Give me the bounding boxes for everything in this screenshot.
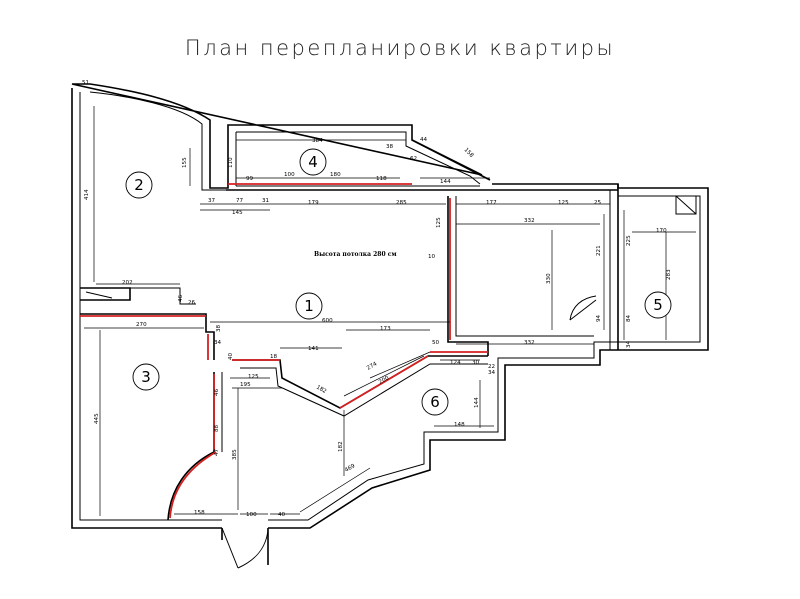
room-marker-6: 6 (421, 388, 449, 416)
dim-label: 148 (454, 422, 465, 428)
dim-label: 173 (380, 326, 391, 332)
dim-label: 385 (232, 449, 238, 460)
dim-label: 125 (436, 217, 442, 228)
dim-label: 283 (666, 269, 672, 280)
dim-label: 124 (450, 360, 461, 366)
room-number: 5 (653, 296, 663, 314)
dim-label: 22 (488, 364, 495, 370)
dim-label: 31 (262, 198, 270, 204)
dim-label: 274 (366, 361, 379, 372)
dim-label: 44 (420, 137, 428, 143)
dim-label: 40 (228, 352, 234, 360)
dim-label: 141 (308, 346, 319, 352)
room-marker-2: 2 (125, 171, 153, 199)
dim-label: 110 (228, 157, 234, 168)
dim-label: 50 (432, 340, 440, 346)
dim-label: 46 (178, 294, 184, 302)
dim-label: 182 (338, 441, 344, 452)
dim-label: 118 (376, 176, 387, 182)
dim-label: 34 (214, 340, 222, 346)
room-marker-4: 4 (299, 148, 327, 176)
dim-label: 26 (188, 300, 196, 306)
dim-label: 40 (278, 512, 286, 518)
room-marker-3: 3 (132, 363, 160, 391)
dim-label: 158 (463, 147, 475, 159)
dim-label: 332 (524, 218, 535, 224)
dim-label: 180 (330, 172, 341, 178)
room-number: 2 (134, 176, 144, 194)
dim-label: 179 (308, 200, 319, 206)
dim-label: 145 (232, 210, 243, 216)
room-number: 1 (304, 297, 314, 315)
dim-label: 34 (626, 340, 632, 348)
dim-label: 469 (344, 463, 357, 474)
room-marker-1: 1 (295, 292, 323, 320)
dim-label: 225 (626, 235, 632, 246)
dim-label: 34 (488, 370, 496, 376)
ceiling-height-note: Высота потолка 280 см (314, 251, 397, 258)
dim-label: 170 (656, 228, 667, 234)
dimension-lines (84, 106, 696, 516)
dim-label: 100 (246, 512, 257, 518)
dim-label: 38 (386, 144, 394, 150)
new-partitions (80, 183, 488, 519)
dim-label: 144 (440, 179, 451, 185)
plan-title: План перепланировки квартиры (184, 36, 616, 60)
room-number: 3 (141, 368, 151, 386)
dim-label: 445 (94, 413, 100, 424)
room-marker-5: 5 (644, 291, 672, 319)
dim-label: 270 (136, 322, 147, 328)
dim-label: 84 (626, 314, 632, 322)
dim-label: 10 (428, 254, 436, 260)
dim-label: 125 (558, 200, 569, 206)
dim-label: 414 (84, 189, 90, 200)
dimension-labels: 51 414 155 384 110 100 180 118 99 144 44… (82, 80, 672, 518)
dim-label: 600 (322, 318, 333, 324)
dim-label: 30 (472, 360, 480, 366)
dim-label: 51 (82, 80, 90, 86)
dim-label: 155 (182, 157, 188, 168)
room-labels: 1 2 3 4 5 6 (125, 148, 672, 416)
dim-label: 221 (596, 245, 602, 256)
dim-label: 332 (524, 340, 535, 346)
dim-label: 144 (474, 397, 480, 408)
dim-label: 285 (396, 200, 407, 206)
dim-label: 195 (240, 382, 251, 388)
dim-label: 99 (246, 176, 254, 182)
dim-label: 94 (596, 314, 602, 322)
dim-label: 18 (270, 354, 278, 360)
dim-label: 182 (315, 385, 327, 396)
dim-label: 38 (216, 324, 222, 332)
outer-walls (71, 83, 709, 529)
room-number: 4 (308, 153, 318, 171)
dim-label: 25 (594, 200, 602, 206)
dim-label: 200 (378, 375, 391, 386)
dim-label: 202 (122, 280, 133, 286)
dim-label: 177 (486, 200, 497, 206)
room-number: 6 (430, 393, 440, 411)
dim-label: 37 (208, 198, 216, 204)
dim-label: 158 (194, 510, 205, 516)
dim-label: 47 (214, 448, 220, 456)
dim-label: 330 (546, 273, 552, 284)
dim-label: 46 (214, 388, 220, 396)
dim-label: 88 (214, 424, 220, 432)
dim-label: 62 (410, 156, 417, 162)
dim-label: 125 (248, 374, 259, 380)
dim-label: 100 (284, 172, 295, 178)
dim-label: 77 (236, 198, 244, 204)
dim-label: 384 (312, 138, 323, 144)
